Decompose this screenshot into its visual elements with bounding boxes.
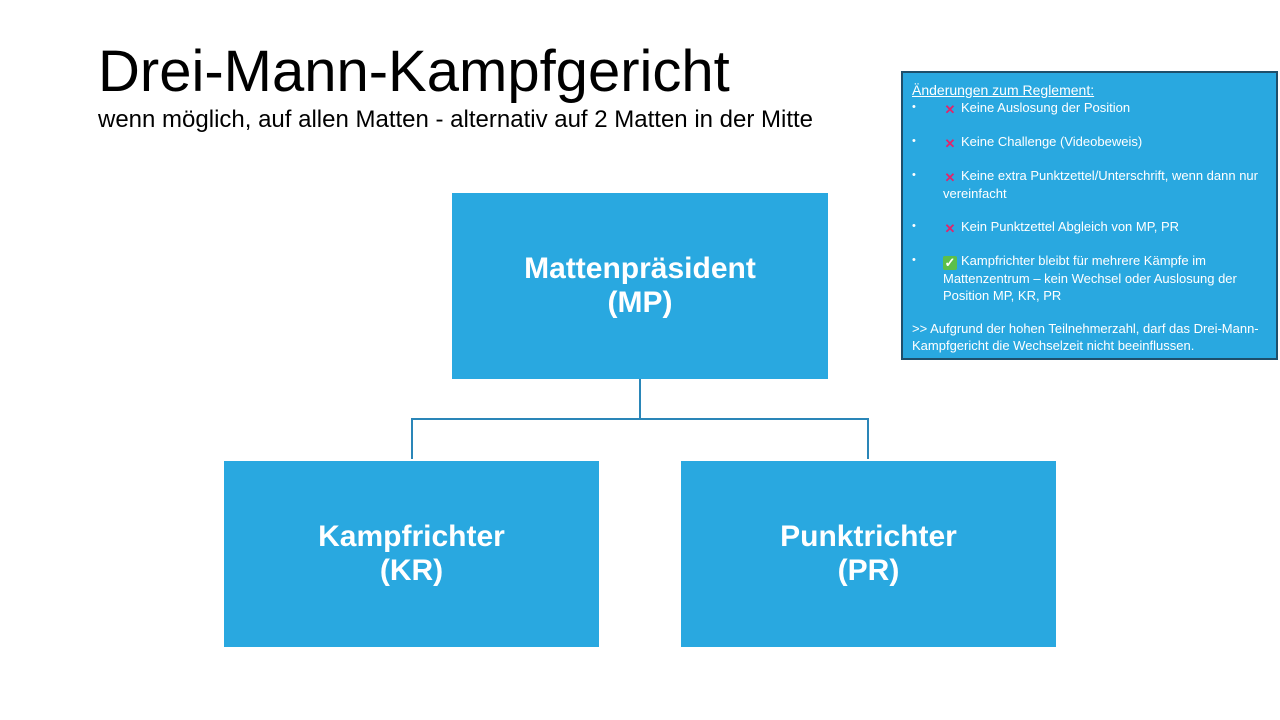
rule-change-item: • ✕Keine extra Punktzettel/Unterschrift,…: [912, 167, 1268, 202]
org-box-mattenpraesident: Mattenpräsident (MP): [452, 193, 828, 379]
bullet-icon: •: [912, 169, 916, 181]
org-box-kampfrichter-abbr: (KR): [379, 554, 444, 587]
org-box-mattenpraesident-title: Mattenpräsident: [524, 252, 756, 285]
rule-change-item: • ✕ Keine Auslosung der Position: [912, 99, 1268, 117]
connector-mp-to-kr: [411, 379, 641, 459]
rule-changes-panel: Änderungen zum Reglement: • ✕ Keine Auslo…: [901, 71, 1278, 360]
bullet-icon: •: [912, 135, 916, 147]
slide-subtitle: wenn möglich, auf allen Matten - alterna…: [98, 106, 814, 133]
org-box-kampfrichter: Kampfrichter (KR): [224, 461, 599, 647]
rule-change-text: Keine extra Punktzettel/Unterschrift, we…: [943, 168, 1258, 201]
rule-change-text: Kampfrichter bleibt für mehrere Kämpfe i…: [943, 253, 1237, 303]
rule-change-text: Keine Auslosung der Position: [961, 100, 1131, 115]
connector-mp-to-pr: [640, 418, 869, 459]
rule-changes-footer: >> Aufgrund der hohen Teilnehmerzahl, da…: [912, 321, 1259, 353]
cross-mark-icon: ✕: [944, 136, 956, 151]
org-box-mattenpraesident-abbr: (MP): [607, 286, 673, 319]
bullet-icon: •: [912, 101, 916, 113]
bullet-icon: •: [912, 254, 916, 266]
org-box-punktrichter: Punktrichter (PR): [681, 461, 1056, 647]
rule-change-text: Keine Challenge (Videobeweis): [961, 134, 1143, 149]
org-box-kampfrichter-title: Kampfrichter: [318, 520, 505, 553]
org-box-punktrichter-title: Punktrichter: [780, 520, 957, 553]
rule-change-text: Kein Punktzettel Abgleich von MP, PR: [961, 219, 1179, 234]
cross-mark-icon: ✕: [944, 102, 956, 117]
rule-change-item: • ✕ Keine Challenge (Videobeweis): [912, 133, 1268, 151]
rule-change-item: • ✕ Kein Punktzettel Abgleich von MP, PR: [912, 218, 1268, 236]
slide-title: Drei-Mann-Kampfgericht: [98, 39, 730, 104]
check-mark-icon: ✓: [943, 255, 957, 270]
cross-mark-icon: ✕: [944, 221, 956, 236]
rule-changes-heading: Änderungen zum Reglement:: [912, 82, 1095, 98]
cross-mark-icon: ✕: [944, 170, 956, 185]
rule-change-item: • ✓Kampfrichter bleibt für mehrere Kämpf…: [912, 252, 1268, 304]
rule-changes-list: • ✕Keine Auslosung der Position • ✕Keine…: [912, 99, 1268, 304]
bullet-icon: •: [912, 220, 916, 232]
org-box-punktrichter-abbr: (PR): [837, 554, 900, 587]
